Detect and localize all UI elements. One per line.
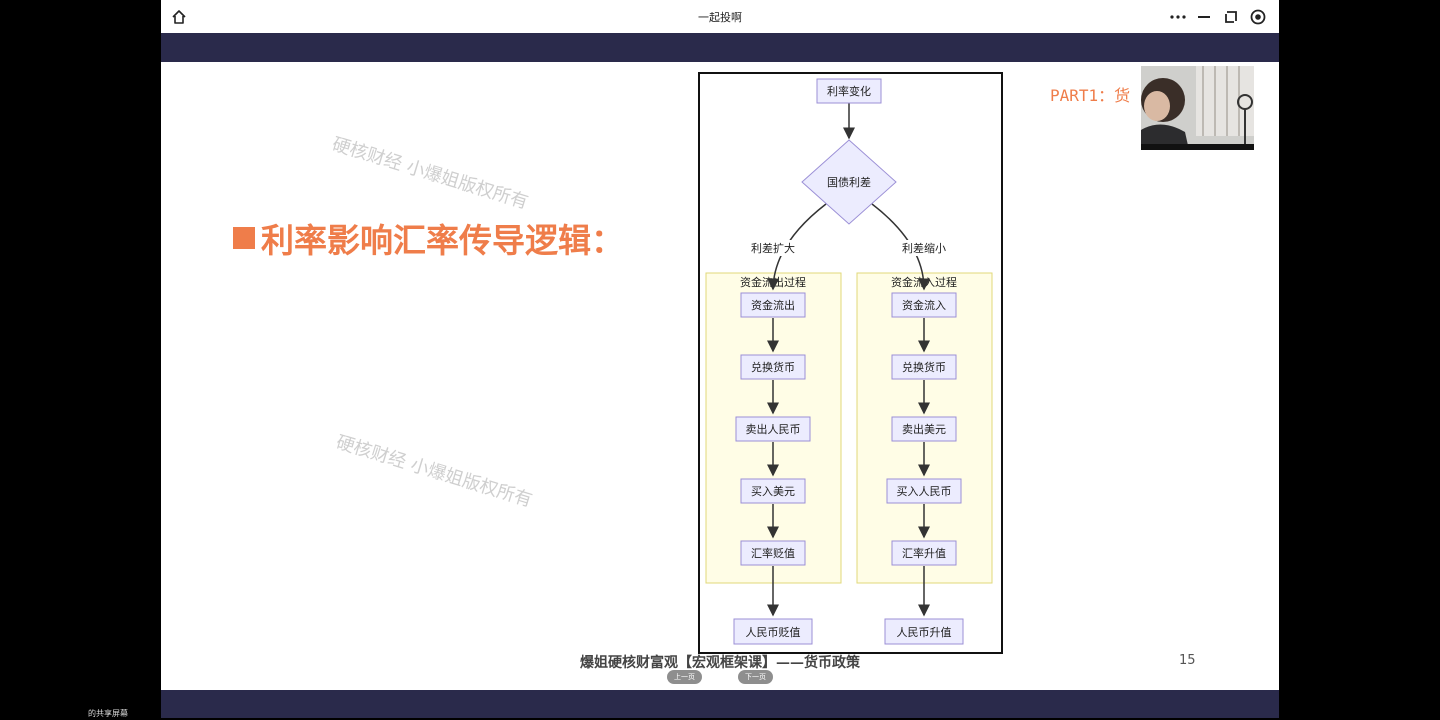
page-number: 15 <box>1179 653 1196 668</box>
presentation-top-bar <box>161 33 1279 62</box>
flow-node-label: 兑换货币 <box>751 360 795 374</box>
flowchart: 资金流出过程 资金流入过程 利率变化 国债利差 <box>698 72 1003 654</box>
flow-node-label: 兑换货币 <box>902 360 946 374</box>
webcam-person-image <box>1141 66 1254 150</box>
flow-node-label: 资金流出 <box>751 298 795 312</box>
window-title: 一起投啊 <box>698 11 742 24</box>
heading-text: 利率影响汇率传导逻辑： <box>261 221 624 260</box>
result-node-label: 人民币升值 <box>897 626 952 639</box>
presentation-bottom-bar <box>161 690 1279 718</box>
next-page-button[interactable]: 下一页 <box>738 670 773 684</box>
flow-node <box>891 540 957 566</box>
home-icon[interactable] <box>170 8 188 26</box>
flow-node-label: 卖出美元 <box>902 422 946 436</box>
flow-node <box>886 478 962 504</box>
flow-node <box>891 354 957 380</box>
start-node <box>816 78 882 104</box>
flow-node-label: 买入人民币 <box>897 485 952 498</box>
decision-node-label: 国债利差 <box>827 175 871 189</box>
start-node-label: 利率变化 <box>827 84 871 98</box>
edge-label-bg <box>894 240 954 256</box>
watermark: 硬核财经 小爆姐版权所有 <box>329 133 531 214</box>
footer-title: 爆姐硬核财富观【宏观框架课】——货币政策 <box>580 655 860 671</box>
part-label: PART1：货 <box>1050 86 1131 105</box>
watermark: 硬核财经 小爆姐版权所有 <box>333 431 535 512</box>
more-dots-icon[interactable] <box>1169 8 1187 26</box>
webcam-video[interactable] <box>1141 66 1254 150</box>
close-circle-icon[interactable] <box>1249 8 1267 26</box>
flowchart-diagram: 资金流出过程 资金流入过程 利率变化 国债利差 <box>705 78 993 645</box>
flow-node <box>740 540 806 566</box>
flow-node-label: 汇率升值 <box>902 546 946 560</box>
flow-node-label: 买入美元 <box>751 485 795 498</box>
edge-label-right: 利差缩小 <box>902 241 946 255</box>
slide: 硬核财经 小爆姐版权所有 硬核财经 小爆姐版权所有 利率影响汇率传导逻辑： PA… <box>161 62 1279 690</box>
edge-label-bg <box>743 240 803 256</box>
prev-page-button[interactable]: 上一页 <box>667 670 702 684</box>
flow-node <box>891 416 957 442</box>
screen-share-label: 的共享屏幕 <box>88 709 128 718</box>
flow-node <box>740 354 806 380</box>
flow-node-label: 资金流入 <box>902 298 946 312</box>
restore-icon[interactable] <box>1222 8 1240 26</box>
flow-node-label: 汇率贬值 <box>751 546 795 560</box>
title-bar: 一起投啊 <box>161 0 1279 33</box>
edge-label-left: 利差扩大 <box>751 241 795 255</box>
result-node-label: 人民币贬值 <box>746 626 801 639</box>
flow-node <box>740 292 806 318</box>
minimize-icon[interactable] <box>1195 8 1213 26</box>
result-node <box>884 618 964 645</box>
flow-node <box>740 478 806 504</box>
flow-node-label: 卖出人民币 <box>746 422 801 436</box>
app-window: 一起投啊 硬核财经 小爆姐版权所有 硬核财经 小爆姐版权所有 利率影响汇率传导逻… <box>161 0 1279 718</box>
slide-heading: 利率影响汇率传导逻辑： <box>233 214 624 262</box>
flow-node <box>735 416 811 442</box>
result-node <box>733 618 813 645</box>
decision-node <box>801 139 897 225</box>
square-bullet-icon <box>233 227 255 249</box>
flow-node <box>891 292 957 318</box>
